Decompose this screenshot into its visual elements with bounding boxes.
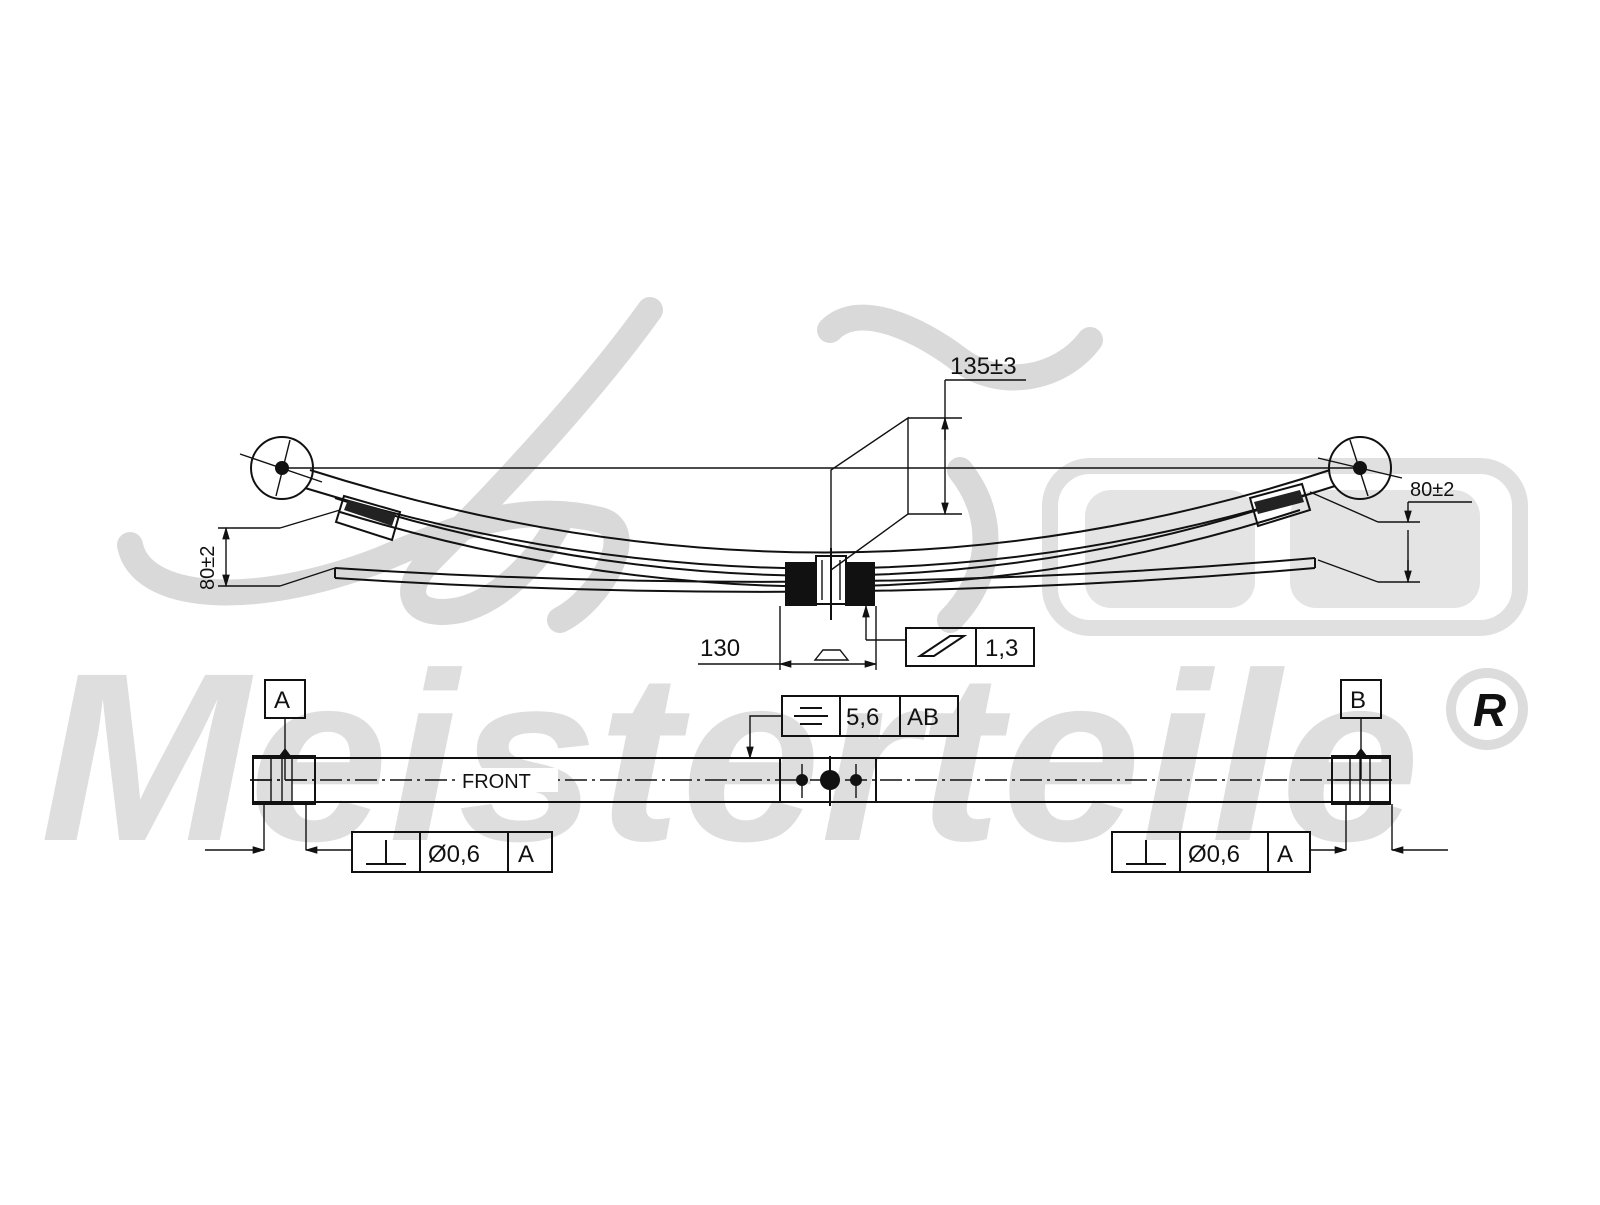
symmetry-icon [794,707,828,725]
flatness-frame: 1,3 [905,627,1035,667]
center-width-dimension: 130 [700,635,740,662]
front-label: FRONT [462,771,531,793]
center-clamp [785,548,875,620]
symmetry-datum: AB [907,704,939,731]
datum-b-label: B [1350,687,1366,714]
left-eye-dimension: 80±2 [197,546,219,590]
datum-a-label: A [274,687,290,714]
left-clip [334,494,402,542]
perpendicularity-frame-right: Ø0,6 A [1111,831,1311,873]
height-dimension: 135±3 [950,353,1017,380]
flatness-icon [916,635,968,657]
right-clip [1248,482,1312,528]
perpendicularity-frame-left: Ø0,6 A [351,831,553,873]
perpendicular-icon [1126,840,1166,865]
spring-side-view: 135±3 80±2 80±2 130 [197,353,1472,670]
perpendicular-icon [366,840,406,865]
symmetry-frame: 5,6 AB [781,695,959,737]
right-eye-dimension: 80±2 [1410,479,1454,501]
perp-right-datum: A [1277,841,1293,868]
perp-right-value: Ø0,6 [1188,841,1240,868]
spring-top-view: FRONT A B 5,6 AB [205,679,1448,873]
flatness-value: 1,3 [985,635,1018,662]
watermark-registered: R [1473,684,1506,736]
perp-left-datum: A [518,841,534,868]
left-eye-circle [250,436,314,500]
perp-left-value: Ø0,6 [428,841,480,868]
symmetry-value: 5,6 [846,704,879,731]
right-eye-circle [1328,436,1392,500]
